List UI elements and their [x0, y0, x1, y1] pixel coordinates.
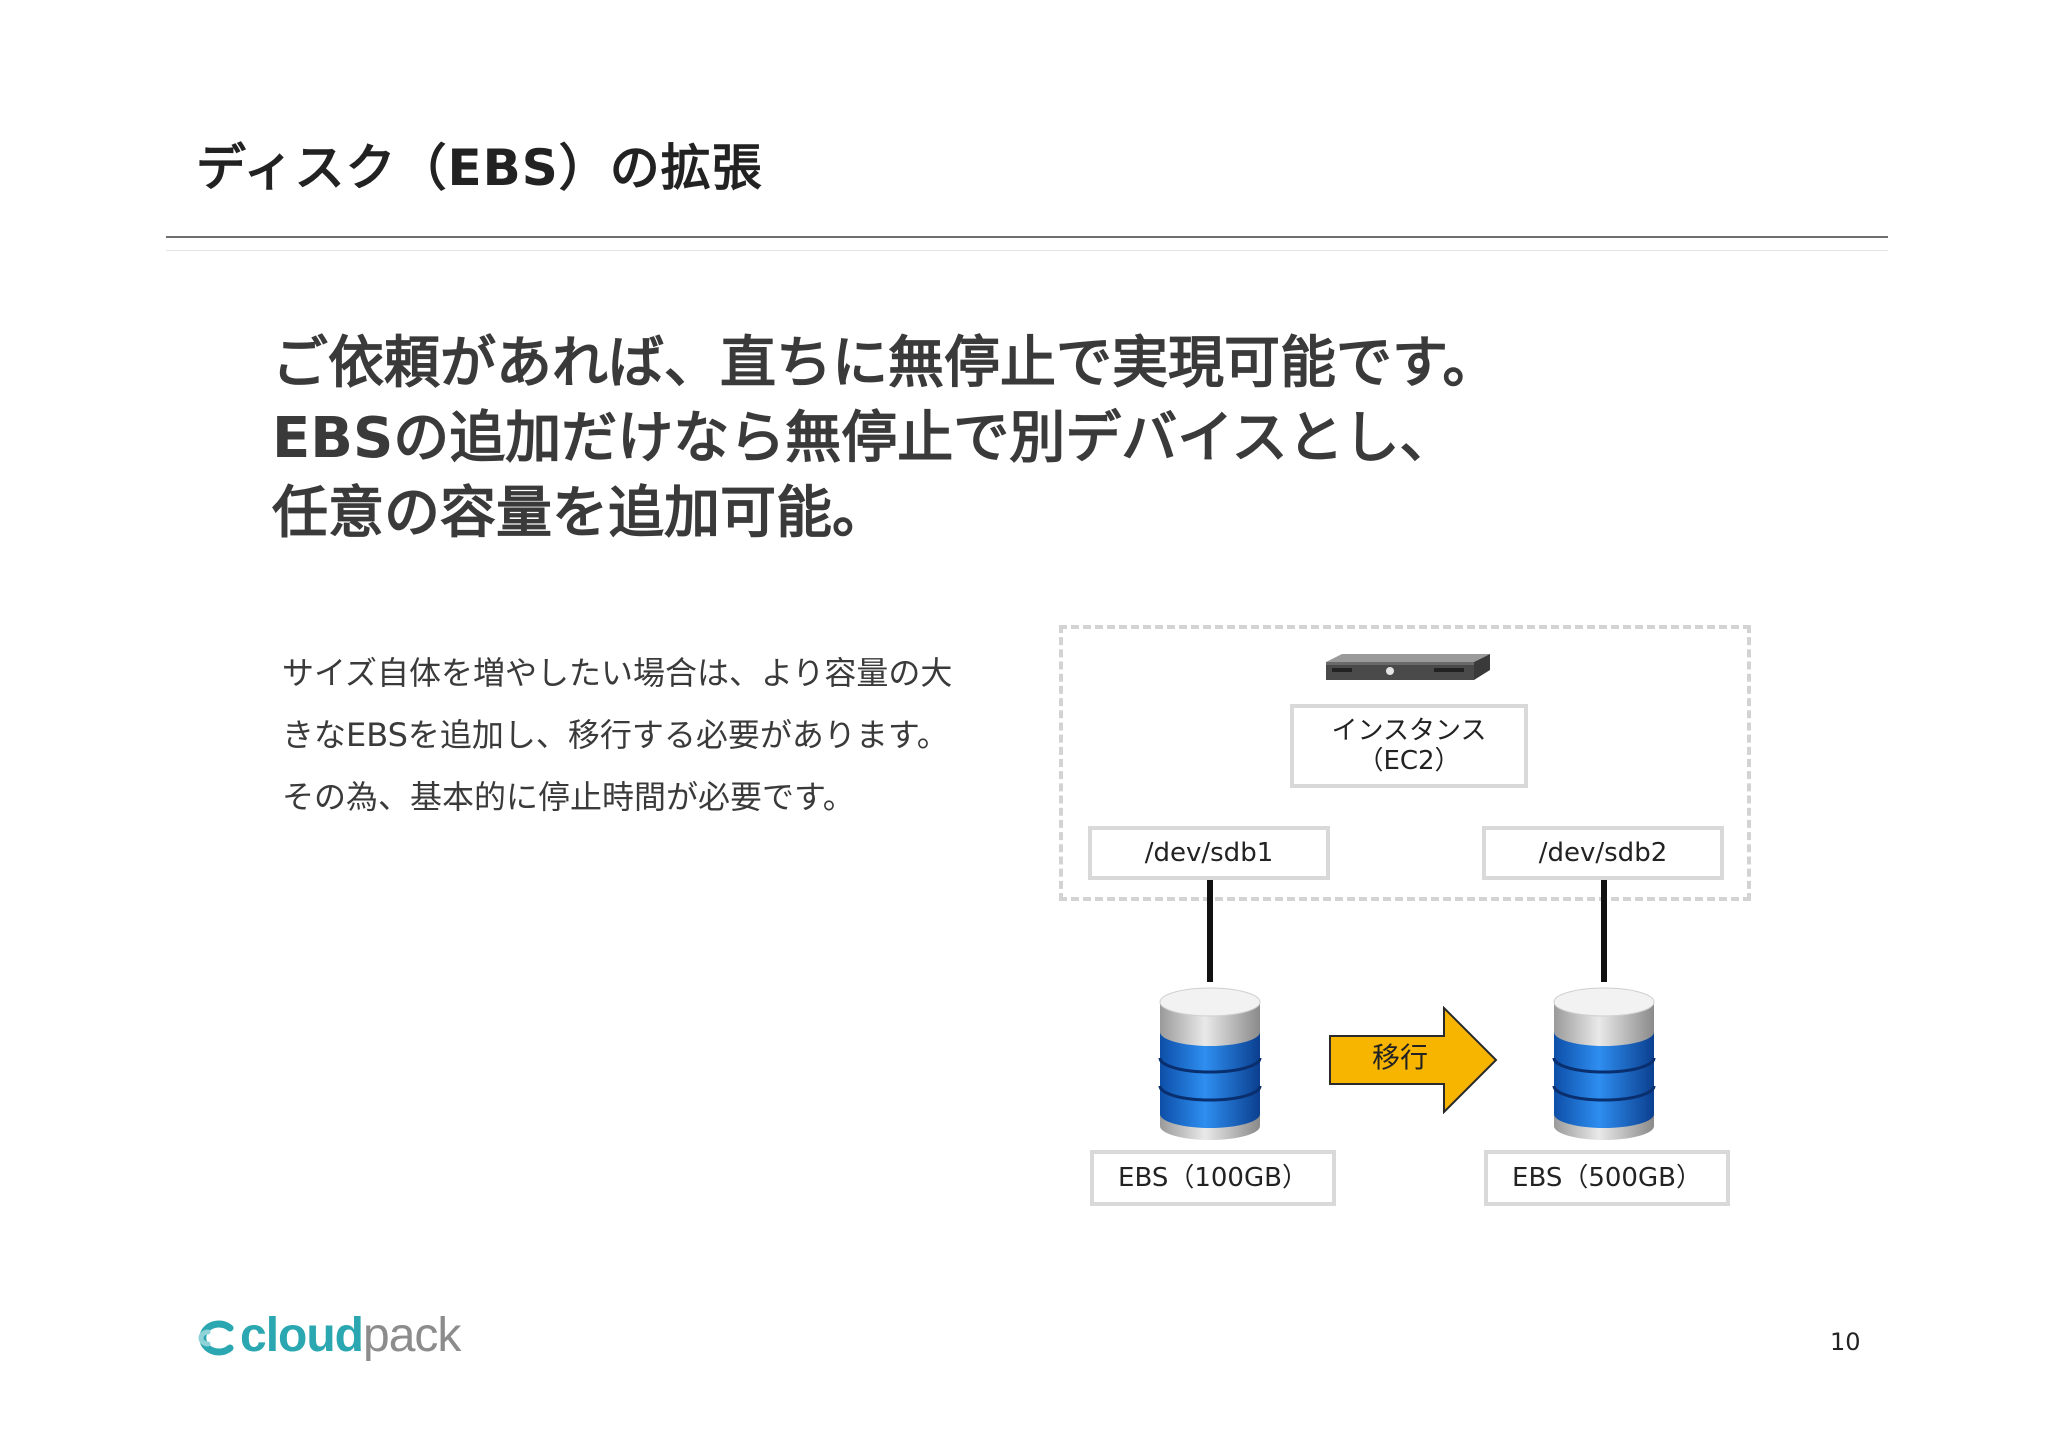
instance-boundary	[1059, 625, 1751, 901]
slide-title: ディスク（EBS）の拡張	[196, 139, 763, 197]
connector-left	[1207, 880, 1213, 982]
instance-label-box: インスタンス （EC2）	[1290, 704, 1528, 788]
server-icon	[1324, 652, 1492, 688]
logo-text-pack: pack	[363, 1309, 461, 1362]
headline-line-3: 任意の容量を追加可能。	[272, 481, 888, 546]
body-line-2: きなEBSを追加し、移行する必要があります。	[282, 716, 949, 754]
device-name-right: /dev/sdb2	[1538, 838, 1668, 868]
body-line-3: その為、基本的に停止時間が必要です。	[282, 778, 855, 816]
title-divider-shadow	[166, 250, 1888, 251]
logo-text-cloud: cloud	[240, 1309, 364, 1362]
device-label-left: /dev/sdb1	[1088, 826, 1330, 880]
body-text: サイズ自体を増やしたい場合は、より容量の大 きなEBSを追加し、移行する必要があ…	[282, 642, 952, 828]
arrow-right-icon	[1328, 1005, 1500, 1118]
connector-right	[1601, 880, 1607, 982]
device-name-left: /dev/sdb1	[1144, 838, 1274, 868]
title-divider	[166, 236, 1888, 238]
headline-line-1: ご依頼があれば、直ちに無停止で実現可能です。	[272, 331, 1499, 396]
headline: ご依頼があれば、直ちに無停止で実現可能です。 EBSの追加だけなら無停止で別デバ…	[272, 326, 1498, 551]
instance-label-line-2: （EC2）	[1357, 746, 1461, 776]
cloudpack-logo-mark	[190, 1318, 242, 1362]
ebs-name-right: EBS（500GB）	[1512, 1163, 1702, 1193]
cloudpack-logo: cloudpack	[240, 1308, 461, 1363]
instance-label-line-1: インスタンス	[1331, 716, 1487, 746]
device-label-right: /dev/sdb2	[1482, 826, 1724, 880]
ebs-label-left: EBS（100GB）	[1090, 1150, 1336, 1206]
database-icon-left	[1158, 986, 1262, 1146]
ebs-label-right: EBS（500GB）	[1484, 1150, 1730, 1206]
page-number: 10	[1830, 1328, 1861, 1356]
database-icon-right	[1552, 986, 1656, 1146]
headline-line-2: EBSの追加だけなら無停止で別デバイスとし、	[272, 406, 1456, 471]
ebs-name-left: EBS（100GB）	[1118, 1163, 1308, 1193]
migrate-label: 移行	[1371, 1041, 1428, 1074]
body-line-1: サイズ自体を増やしたい場合は、より容量の大	[282, 654, 953, 692]
